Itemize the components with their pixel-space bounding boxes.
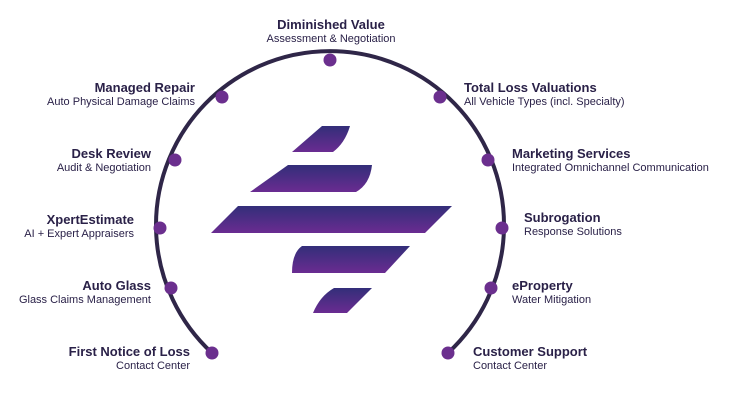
- service-title: First Notice of Loss: [68, 344, 190, 359]
- service-label-customer-support: Customer Support Contact Center: [473, 344, 587, 373]
- node-dot-diminished-value: [323, 53, 337, 67]
- service-title: Diminished Value: [277, 17, 385, 32]
- service-label-xpertestimate: XpertEstimate AI + Expert Appraisers: [0, 212, 134, 241]
- service-subtitle: Response Solutions: [524, 225, 622, 238]
- service-title: Auto Glass: [82, 278, 151, 293]
- service-label-first-notice-of-loss: First Notice of Loss Contact Center: [0, 344, 190, 373]
- service-subtitle: Glass Claims Management: [18, 293, 151, 306]
- service-label-desk-review: Desk Review Audit & Negotiation: [0, 146, 151, 175]
- service-subtitle: Auto Physical Damage Claims: [47, 95, 195, 108]
- service-label-marketing-services: Marketing Services Integrated Omnichanne…: [512, 146, 709, 175]
- node-dot-desk-review: [168, 153, 182, 167]
- service-subtitle: Audit & Negotiation: [56, 161, 151, 174]
- service-subtitle: Contact Center: [473, 359, 547, 372]
- service-title: XpertEstimate: [46, 212, 134, 227]
- service-title: Marketing Services: [512, 146, 631, 161]
- node-dot-eproperty: [484, 281, 498, 295]
- service-subtitle: Assessment & Negotiation: [266, 32, 396, 45]
- node-dot-auto-glass: [164, 281, 178, 295]
- service-label-auto-glass: Auto Glass Glass Claims Management: [0, 278, 151, 307]
- service-title: eProperty: [512, 278, 573, 293]
- node-dot-subrogation: [495, 221, 509, 235]
- logo-stripe-3: [211, 206, 452, 233]
- service-label-subrogation: Subrogation Response Solutions: [524, 210, 622, 239]
- service-subtitle: Water Mitigation: [512, 293, 592, 306]
- service-label-diminished-value: Diminished Value Assessment & Negotiatio…: [230, 17, 432, 46]
- node-dot-marketing-services: [481, 153, 495, 167]
- logo-stripe-4: [292, 246, 410, 273]
- service-subtitle: All Vehicle Types (incl. Specialty): [464, 95, 625, 108]
- logo-stripe-2: [250, 165, 372, 192]
- service-subtitle: Integrated Omnichannel Communication: [512, 161, 709, 174]
- service-label-managed-repair: Managed Repair Auto Physical Damage Clai…: [0, 80, 195, 109]
- service-label-eproperty: eProperty Water Mitigation: [512, 278, 591, 307]
- logo-stripe-5: [313, 288, 372, 313]
- service-subtitle: Contact Center: [116, 359, 190, 372]
- service-arc: [154, 49, 506, 355]
- node-dot-managed-repair: [215, 90, 229, 104]
- service-title: Customer Support: [473, 344, 588, 359]
- node-dot-total-loss-valuations: [433, 90, 447, 104]
- service-label-total-loss-valuations: Total Loss Valuations All Vehicle Types …: [464, 80, 625, 109]
- service-title: Managed Repair: [94, 80, 195, 95]
- service-title: Total Loss Valuations: [464, 80, 597, 95]
- node-dot-customer-support: [441, 346, 455, 360]
- node-dot-first-notice-of-loss: [205, 346, 219, 360]
- logo-mark: [211, 126, 452, 313]
- service-title: Desk Review: [71, 146, 152, 161]
- node-dot-xpertestimate: [153, 221, 167, 235]
- service-subtitle: AI + Expert Appraisers: [24, 227, 134, 240]
- logo-stripe-1: [292, 126, 350, 152]
- service-title: Subrogation: [524, 210, 601, 225]
